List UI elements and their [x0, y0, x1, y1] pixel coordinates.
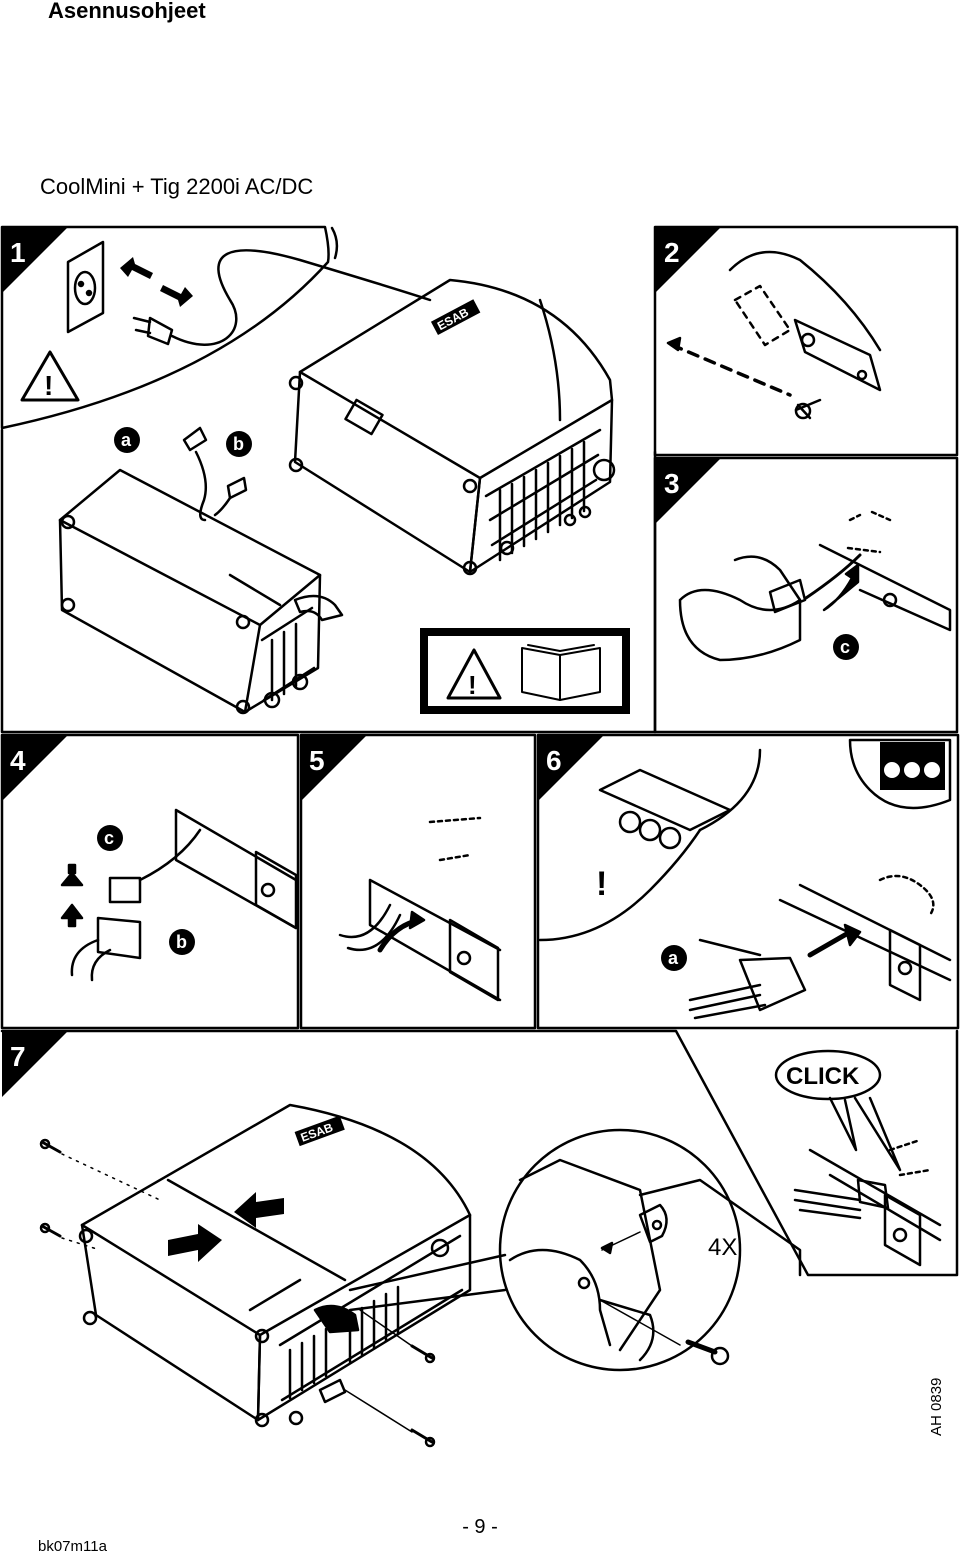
- document-code: bk07m11a: [38, 1538, 107, 1555]
- esab-logo-step7: ESAB: [294, 1115, 345, 1147]
- product-title: CoolMini + Tig 2200i AC/DC: [40, 174, 314, 199]
- warning-icon: !: [20, 350, 80, 402]
- step-number-2: 2: [664, 237, 680, 268]
- plug-in-arrow-icon: [160, 285, 193, 307]
- hand-disconnect: [678, 510, 952, 662]
- callout-c-step4: c: [104, 828, 114, 848]
- page-number: - 9 -: [462, 1516, 498, 1538]
- step-number-6: 6: [546, 745, 562, 776]
- callout-a-badge: [114, 427, 140, 453]
- step-number-1: 1: [10, 237, 26, 268]
- power-plug-icon: [132, 249, 432, 346]
- callout-b-badge: [226, 431, 252, 457]
- screws-step7: [39, 1138, 436, 1448]
- step-number-3: 3: [664, 468, 680, 499]
- power-source-unit: [288, 278, 616, 576]
- panel-frame-3: [653, 456, 959, 734]
- connector-insert-step6: [538, 738, 952, 1020]
- svg-text:CLICK: CLICK: [786, 1063, 860, 1090]
- unplug-arrow-icon: [120, 257, 153, 279]
- slide-arrow-left-icon: [234, 1192, 284, 1228]
- book-icon: [521, 644, 601, 701]
- page-heading: Asennusohjeet: [48, 0, 206, 23]
- assembled-unit: [78, 1103, 472, 1428]
- cable-tuck-step5: [338, 816, 502, 1002]
- slide-arrow-right-icon: [168, 1224, 222, 1262]
- click-bubble: CLICK: [774, 1049, 902, 1172]
- cable-connector-a: [182, 426, 248, 522]
- connector-click-detail: [793, 1138, 942, 1267]
- step-number-4: 4: [10, 745, 26, 776]
- panel-frame-4: [0, 733, 300, 1030]
- callout-b-step4: b: [176, 932, 187, 952]
- svg-text:!: !: [468, 670, 477, 700]
- callout-b: b: [233, 434, 244, 454]
- step-number-7: 7: [10, 1041, 26, 1072]
- svg-text:ESAB: ESAB: [299, 1120, 335, 1145]
- screw-quantity: 4X: [708, 1234, 737, 1261]
- callout-a: a: [121, 430, 132, 450]
- read-manual-sign: !: [420, 628, 630, 714]
- wall-socket-icon: [66, 240, 105, 334]
- drawing-reference: AH 0839: [928, 1377, 945, 1436]
- connector-join-step4: [60, 808, 298, 982]
- panel-frame-1: [0, 225, 330, 430]
- cover-plate-removal: [666, 250, 882, 420]
- step-number-5: 5: [309, 745, 325, 776]
- callout-c-step3: c: [840, 637, 850, 657]
- svg-text:!: !: [44, 370, 53, 401]
- step-triangles: [2, 227, 721, 1097]
- warning-triangle-icon: [446, 648, 502, 700]
- detail-magnifier: [348, 1128, 802, 1372]
- callout-c-badge: [833, 634, 859, 660]
- panel-frame-2: [653, 225, 959, 457]
- svg-text:ESAB: ESAB: [435, 305, 471, 333]
- panel-frame-6: [536, 733, 960, 1030]
- callout-a-step6: a: [668, 948, 679, 968]
- esab-logo: ESAB: [430, 299, 481, 335]
- coolmini-unit: [58, 468, 344, 715]
- panel-frame-5: [299, 733, 537, 1030]
- warning-mark-step6: !: [596, 865, 607, 903]
- panel-frame-7: [0, 1029, 959, 1277]
